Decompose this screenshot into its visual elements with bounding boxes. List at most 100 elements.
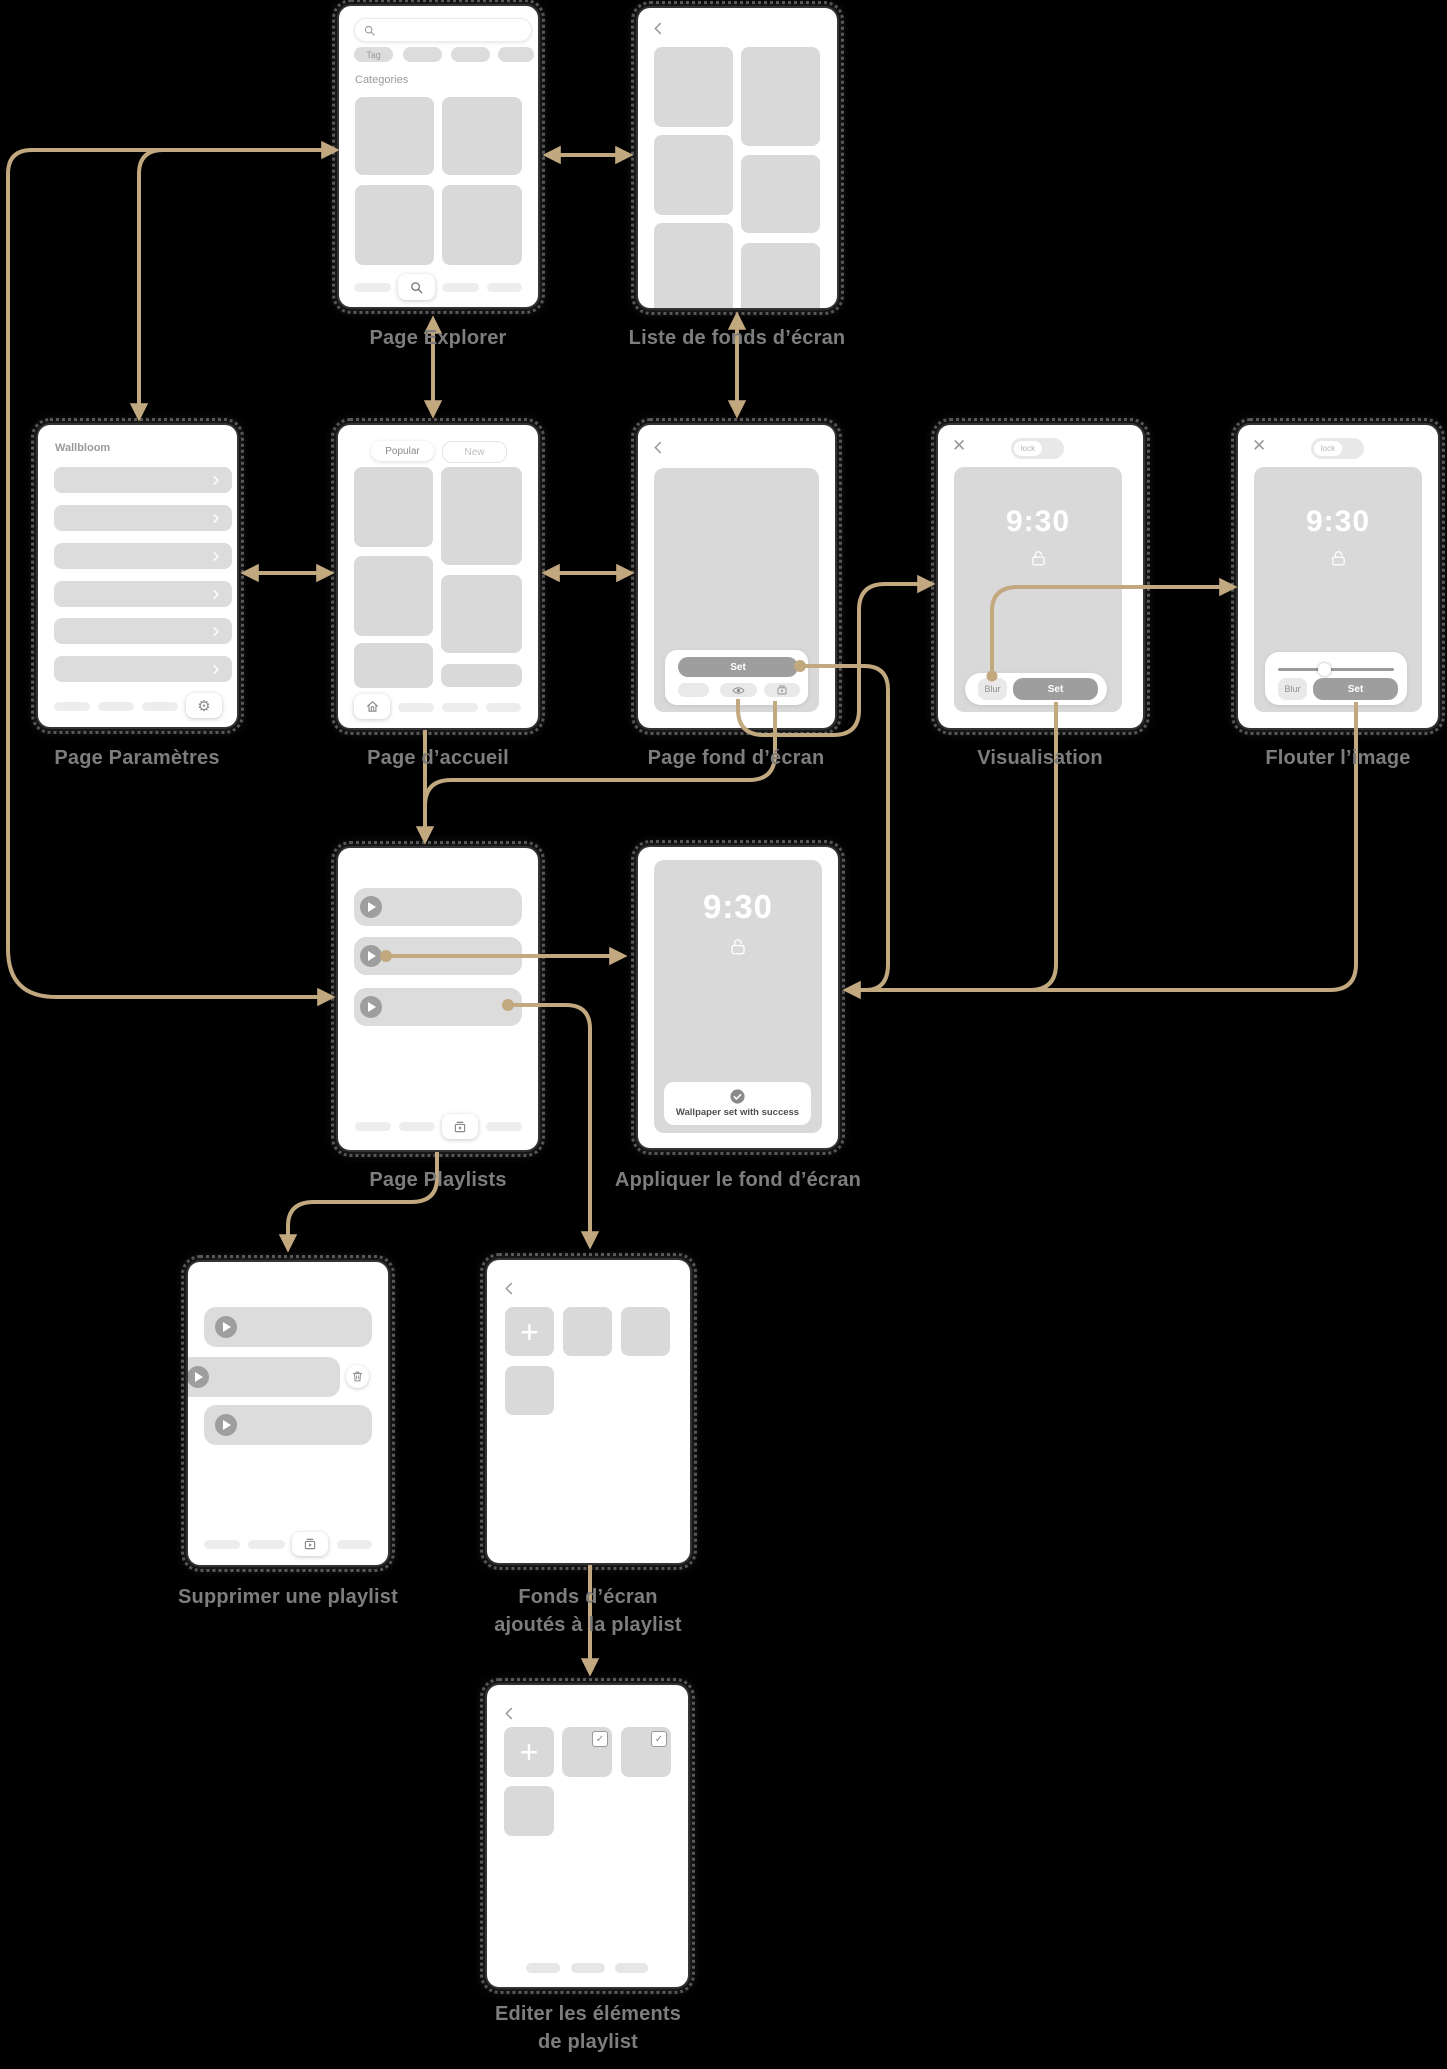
playlist-row[interactable] (354, 988, 522, 1026)
screen-wallpaper-detail: Set (631, 418, 842, 735)
playlist-row[interactable] (354, 888, 522, 926)
wallpaper-thumb[interactable] (441, 575, 522, 653)
blur-slider-thumb[interactable] (1318, 663, 1331, 676)
add-wallpaper-button[interactable]: + (505, 1307, 554, 1356)
app-title: Wallbloom (55, 442, 111, 454)
nav-item[interactable] (486, 703, 521, 712)
settings-row[interactable] (54, 467, 232, 493)
play-button[interactable] (360, 996, 382, 1018)
nav-item[interactable] (442, 283, 479, 292)
chevron-right-icon (209, 474, 222, 487)
settings-row[interactable] (54, 656, 232, 682)
wallpaper-thumb[interactable] (441, 664, 522, 687)
nav-search-button[interactable] (398, 274, 435, 300)
nav-home-button[interactable] (354, 694, 390, 719)
blur-button[interactable]: Blur (978, 678, 1007, 700)
set-button[interactable]: Set (678, 657, 798, 677)
category-card[interactable] (442, 185, 522, 265)
nav-playlists-button[interactable] (442, 1114, 478, 1139)
filter-chip[interactable] (498, 47, 534, 62)
delete-playlist-button[interactable] (346, 1365, 369, 1388)
blur-button[interactable]: Blur (1278, 678, 1307, 700)
back-button[interactable] (650, 439, 667, 456)
wallpaper-thumb[interactable] (441, 467, 522, 565)
lock-toggle[interactable]: lock (1011, 438, 1064, 459)
wallpaper-thumb[interactable] (354, 643, 433, 688)
add-to-playlist-button[interactable] (764, 683, 800, 697)
nav-item[interactable] (399, 1122, 435, 1131)
nav-item[interactable] (487, 283, 522, 292)
category-card[interactable] (355, 97, 434, 175)
nav-item[interactable] (355, 1122, 391, 1131)
back-button[interactable] (501, 1705, 518, 1722)
blur-slider-track[interactable] (1278, 668, 1394, 671)
bottom-action[interactable] (526, 1963, 560, 1973)
wallpaper-thumb[interactable] (741, 47, 820, 146)
preview-button[interactable] (720, 683, 757, 697)
play-button[interactable] (360, 896, 382, 918)
tab-new[interactable]: New (442, 441, 507, 463)
nav-settings-button[interactable]: ⚙ (186, 693, 222, 718)
wallpaper-thumb[interactable] (354, 556, 433, 636)
settings-row[interactable] (54, 581, 232, 607)
category-card[interactable] (355, 185, 434, 265)
nav-item[interactable] (398, 703, 434, 712)
bottom-action[interactable] (571, 1963, 605, 1973)
wallpaper-thumb[interactable] (741, 243, 820, 308)
play-button[interactable] (360, 945, 382, 967)
lock-toggle[interactable]: lock (1311, 438, 1364, 459)
nav-item[interactable] (204, 1540, 240, 1549)
close-button[interactable]: ✕ (952, 436, 966, 456)
back-button[interactable] (501, 1280, 518, 1297)
preview-image: 9:30 Blur Set (1254, 467, 1422, 712)
playlist-wallpaper[interactable]: ✓ (562, 1727, 612, 1777)
close-button[interactable]: ✕ (1252, 436, 1266, 456)
nav-item[interactable] (248, 1540, 285, 1549)
nav-item[interactable] (337, 1540, 372, 1549)
wallpaper-thumb[interactable] (354, 467, 433, 547)
settings-row[interactable] (54, 505, 232, 531)
playlist-wallpaper[interactable] (504, 1786, 554, 1836)
close-icon: ✕ (1252, 436, 1267, 456)
chevron-right-icon (209, 663, 222, 676)
settings-row[interactable] (54, 543, 232, 569)
playlist-wallpaper[interactable] (505, 1366, 554, 1415)
play-button[interactable] (188, 1366, 209, 1388)
nav-item[interactable] (142, 702, 178, 711)
wallpaper-thumb[interactable] (654, 47, 733, 127)
add-wallpaper-button[interactable]: + (504, 1727, 554, 1777)
tag-chip[interactable]: Tag (354, 47, 393, 62)
nav-item[interactable] (54, 702, 90, 711)
tab-popular[interactable]: Popular (371, 441, 434, 461)
playlist-wallpaper[interactable] (563, 1307, 612, 1356)
set-button[interactable]: Set (1013, 678, 1098, 700)
filter-chip[interactable] (403, 47, 442, 62)
wallpaper-thumb[interactable] (654, 223, 733, 308)
clock-time: 9:30 (1305, 505, 1371, 538)
search-input[interactable] (354, 18, 532, 42)
nav-item[interactable] (98, 702, 134, 711)
nav-item[interactable] (354, 283, 391, 292)
nav-item[interactable] (442, 703, 478, 712)
set-button[interactable]: Set (1313, 678, 1398, 700)
settings-row[interactable] (54, 618, 232, 644)
play-button[interactable] (215, 1316, 237, 1338)
nav-item[interactable] (486, 1122, 522, 1131)
selected-checkbox[interactable]: ✓ (592, 1731, 608, 1747)
wallpaper-thumb[interactable] (654, 135, 733, 215)
action-pill[interactable] (678, 683, 709, 697)
playlist-wallpaper[interactable] (621, 1307, 670, 1356)
bottom-action[interactable] (615, 1963, 648, 1973)
wallpaper-thumb[interactable] (741, 155, 820, 233)
filter-chip[interactable] (451, 47, 490, 62)
lockscreen-image: 9:30 Wallpaper set with success (654, 860, 822, 1133)
category-card[interactable] (442, 97, 522, 175)
play-button[interactable] (215, 1414, 237, 1436)
selected-checkbox[interactable]: ✓ (651, 1731, 667, 1747)
nav-playlists-button[interactable] (292, 1532, 328, 1556)
action-sheet: Blur Set (1265, 652, 1407, 705)
playlist-row-swiped[interactable] (188, 1357, 340, 1397)
playlist-wallpaper[interactable]: ✓ (621, 1727, 671, 1777)
back-button[interactable] (650, 20, 667, 37)
